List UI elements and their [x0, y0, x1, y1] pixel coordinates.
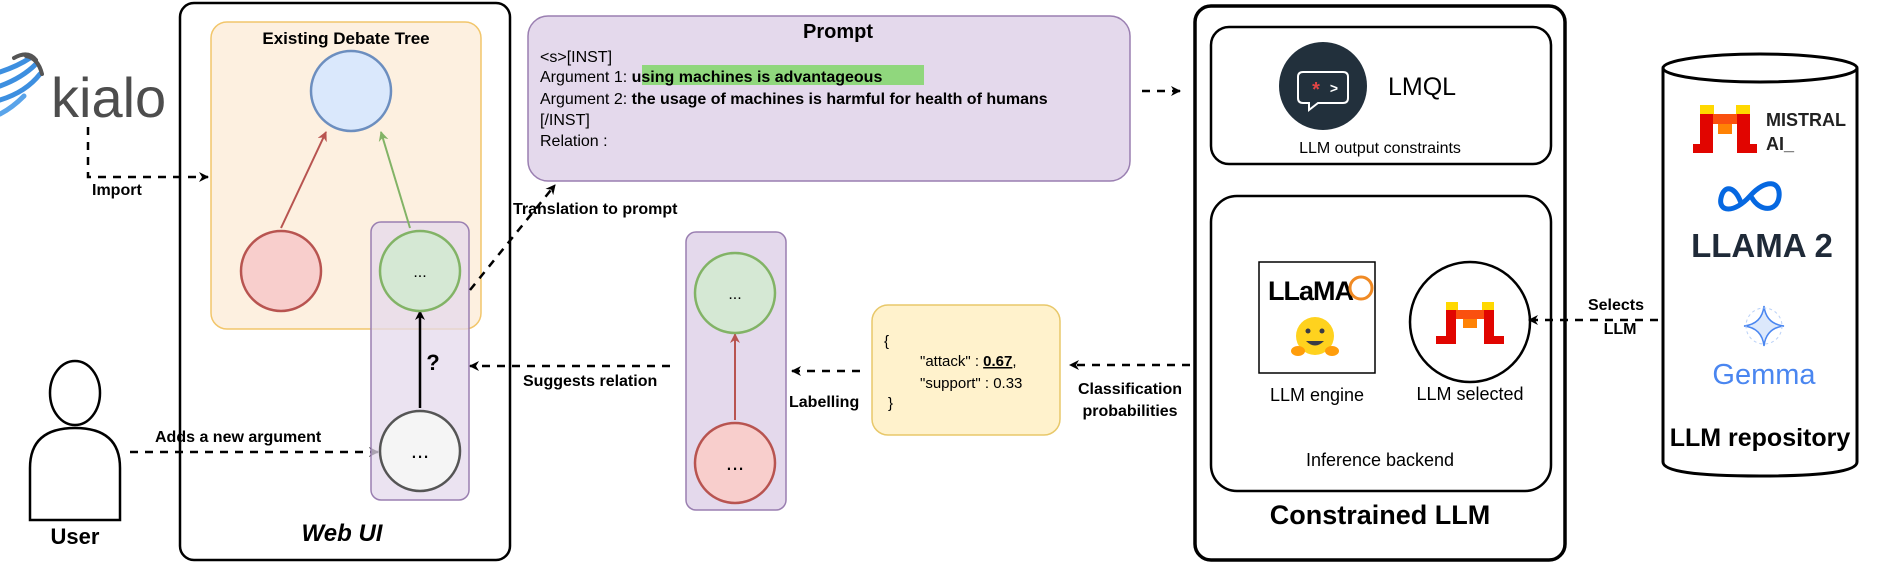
attack-argument-node[interactable] [239, 229, 323, 313]
prompt-line-arg2: Argument 2: the usage of machines is har… [540, 91, 1048, 108]
cpp-badge-icon [1348, 275, 1374, 301]
kialo-dark-waves-icon [12, 52, 44, 76]
llama-cpp-wordmark: LLaMA [1268, 276, 1353, 306]
arg2-text: the usage of machines is harmful for hea… [632, 91, 1048, 108]
support-edge [378, 131, 411, 229]
classification-label-line2: probabilities [1082, 403, 1177, 420]
import-arrow [86, 127, 209, 182]
prompt-box [527, 15, 1131, 182]
arg1-prefix: Argument 1: [540, 69, 632, 86]
constrained-llm-title: Constrained LLM [1270, 500, 1491, 530]
support-value: 0.33 [993, 375, 1022, 392]
llm-repository-title: LLM repository [1670, 424, 1851, 452]
labelled-source-text: ... [726, 450, 744, 475]
llm-engine-label: LLM engine [1270, 385, 1364, 405]
mistral-logo-icon [1693, 105, 1757, 153]
gemma-label: Gemma [1712, 359, 1816, 391]
support-score-line: "support" : 0.33 [920, 375, 1022, 392]
suggests-relation-label: Suggests relation [523, 373, 657, 390]
gemma-logo-icon [1743, 305, 1785, 347]
translation-arrow [469, 184, 556, 291]
lmql-logo-icon: * > [1279, 42, 1367, 130]
argument1-highlight [642, 65, 924, 85]
attack-score-line: "attack" : 0.67, [920, 353, 1017, 370]
selects-label-line2: LLM [1604, 321, 1637, 338]
attack-edge [280, 131, 327, 229]
root-claim-node[interactable] [309, 49, 393, 133]
labelled-target-text: ... [728, 286, 741, 303]
inference-backend-label: Inference backend [1306, 450, 1454, 470]
json-close-brace: } [888, 395, 893, 412]
lmql-caption: LLM output constraints [1299, 140, 1461, 157]
user-label: User [51, 524, 100, 549]
attack-value: 0.67 [983, 353, 1012, 370]
support-key: "support" : [920, 375, 993, 392]
classification-label-line1: Classification [1078, 381, 1182, 398]
adds-argument-label: Adds a new argument [155, 429, 322, 446]
selected-argument-node[interactable] [378, 229, 462, 313]
hugging-face-icon [1291, 317, 1339, 356]
labelled-source-node [693, 421, 777, 505]
kialo-wordmark: kialo [51, 66, 166, 129]
json-open-brace: { [884, 333, 889, 350]
prompt-line-inst: <s>[INST] [540, 49, 612, 66]
attack-comma: , [1012, 353, 1016, 370]
import-label: Import [92, 182, 142, 199]
mistral-line1: MISTRAL [1766, 110, 1846, 130]
svg-text:>: > [1330, 80, 1338, 96]
labelling-label: Labelling [789, 394, 859, 411]
prompt-title: Prompt [803, 21, 873, 43]
llm-repository-cylinder [1661, 52, 1859, 478]
selected-node-text: ... [413, 264, 426, 281]
lmql-label: LMQL [1388, 73, 1456, 101]
kialo-logo: kialo [0, 52, 166, 129]
selects-label-line1: Selects [1588, 297, 1644, 314]
attack-key: "attack" : [920, 353, 983, 370]
prompt-line-end-inst: [/INST] [540, 112, 590, 129]
translation-label: Translation to prompt [513, 201, 678, 218]
svg-text:*: * [1312, 79, 1320, 101]
llama2-label: LLAMA 2 [1691, 227, 1833, 264]
prompt-line-arg1: Argument 1: using machines is advantageo… [540, 69, 882, 86]
unknown-relation-mark: ? [426, 350, 439, 375]
classification-output-box [871, 304, 1061, 436]
web-ui-title: Web UI [302, 520, 384, 547]
prompt-line-relation: Relation : [540, 133, 608, 150]
web-ui-container [178, 1, 512, 562]
meta-logo-icon [1718, 181, 1782, 212]
debate-tree-title: Existing Debate Tree [262, 29, 429, 48]
kialo-waves-icon [0, 55, 43, 117]
labelled-target-node [693, 251, 777, 335]
arg2-prefix: Argument 2: [540, 91, 632, 108]
llama-cpp-logo: LLaMA [1268, 275, 1374, 356]
new-node-text: ... [411, 438, 429, 463]
constrained-llm-container [1193, 4, 1567, 562]
arg1-text: using machines is advantageous [632, 69, 883, 86]
mistral-selected-icon [1436, 302, 1504, 344]
user-icon [28, 359, 122, 522]
new-argument-node[interactable] [378, 409, 462, 493]
llm-selected-label: LLM selected [1416, 384, 1523, 404]
mistral-line2: AI_ [1766, 134, 1795, 154]
